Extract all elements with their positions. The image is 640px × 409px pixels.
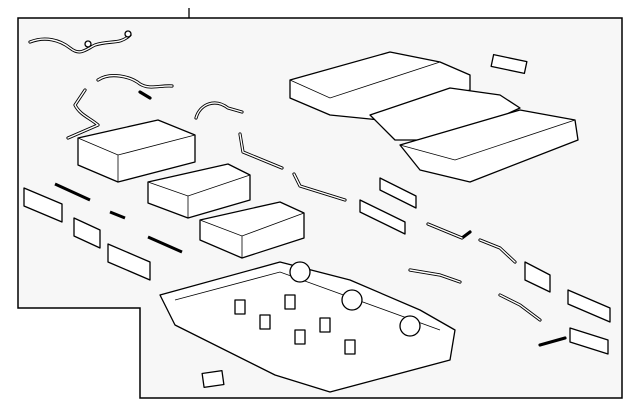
pad — [201, 370, 225, 388]
bracket-left[interactable] — [23, 187, 151, 281]
battery-cover-middle[interactable] — [369, 87, 521, 141]
bracket-right[interactable] — [359, 177, 611, 355]
cable-1[interactable] — [194, 101, 244, 120]
battery-module-2[interactable] — [147, 163, 251, 219]
battery-module-1[interactable] — [77, 119, 196, 183]
label-plate — [490, 53, 528, 75]
bus-bar[interactable] — [54, 182, 183, 254]
battery-tray[interactable] — [159, 261, 456, 393]
wire-harness-1[interactable] — [28, 30, 132, 54]
wire-harness-3[interactable] — [66, 88, 100, 140]
cable-2[interactable] — [238, 132, 284, 170]
wire-harness-2[interactable] — [96, 74, 174, 100]
cable-3[interactable] — [292, 172, 347, 202]
battery-module-3[interactable] — [199, 201, 305, 259]
battery-cover-lower[interactable] — [399, 109, 579, 183]
cable-right[interactable] — [408, 222, 567, 347]
